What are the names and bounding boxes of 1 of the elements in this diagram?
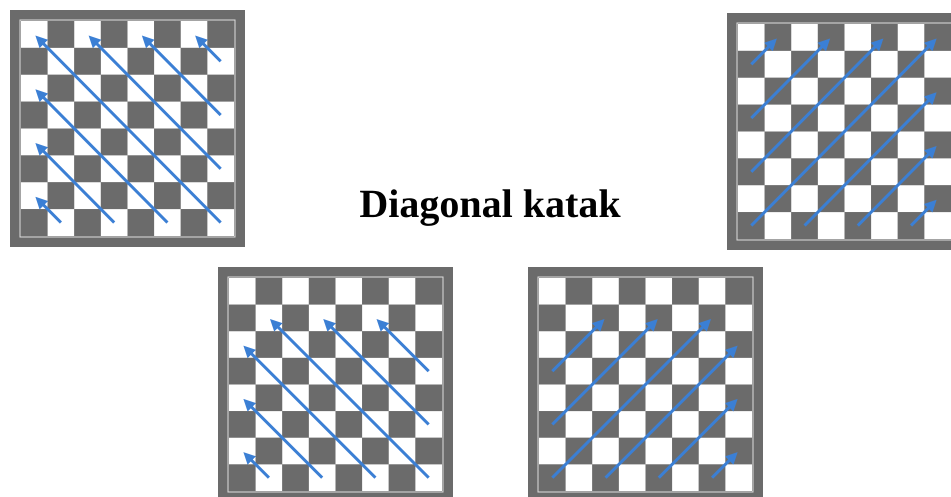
title: Diagonal katak <box>358 180 622 227</box>
